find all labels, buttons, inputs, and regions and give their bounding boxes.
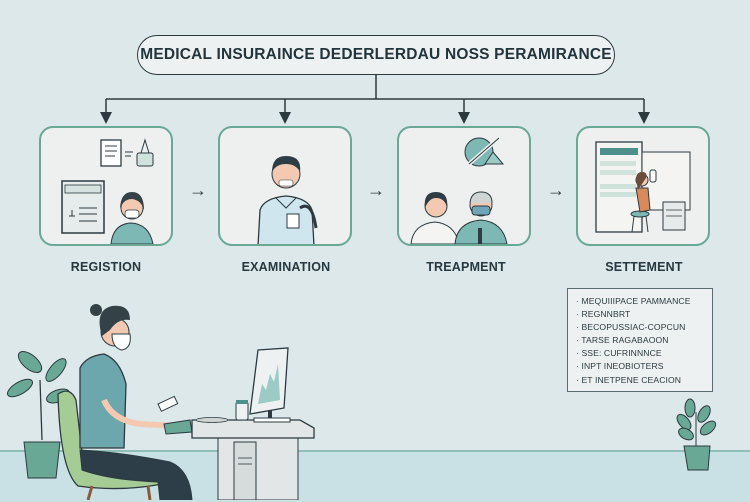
notes-item: SSE: CUFRINNNCE: [576, 347, 706, 360]
step-label-treatment: TREAPMENT: [426, 260, 506, 274]
notes-item: BECOPUSSIAC-COPCUN: [576, 321, 706, 334]
registration-icon: [61, 138, 154, 244]
flow-arrow-icon: →: [367, 180, 385, 200]
doctor-icon: [257, 156, 318, 244]
notes-item: ET INETPENE CEACION: [576, 374, 706, 387]
notes-panel: MEQUIIIPACE PAMMANCE REGNNBRT BECOPUSSIA…: [567, 288, 713, 392]
diagram-title: MEDICAL INSURAINCE DEDERLERDAU NOSS PERA…: [140, 46, 612, 63]
title-banner: MEDICAL INSURAINCE DEDERLERDAU NOSS PERA…: [137, 35, 615, 75]
flow-arrow-icon: →: [547, 180, 565, 200]
step-label-registration: REGISTION: [70, 260, 142, 274]
notes-item: TARSE RAGABAOON: [576, 334, 706, 347]
floor: [0, 450, 750, 502]
flow-arrow-icon: →: [189, 180, 207, 200]
notes-item: INPT INEOBIOTERS: [576, 360, 706, 373]
step-label-settlement: SETTEMENT: [605, 260, 683, 274]
step-box-settlement: [576, 126, 710, 246]
computer-monitor-icon: [195, 347, 291, 423]
step-box-registration: [39, 126, 173, 246]
connector-lines: [100, 75, 650, 124]
treatment-icon: [410, 136, 508, 244]
settlement-icon: [595, 141, 691, 233]
notes-item: MEQUIIIPACE PAMMANCE: [576, 295, 706, 308]
step-box-examination: [218, 126, 352, 246]
step-box-treatment: [397, 126, 531, 246]
notes-item: REGNNBRT: [576, 308, 706, 321]
step-label-examination: EXAMINATION: [241, 260, 331, 274]
